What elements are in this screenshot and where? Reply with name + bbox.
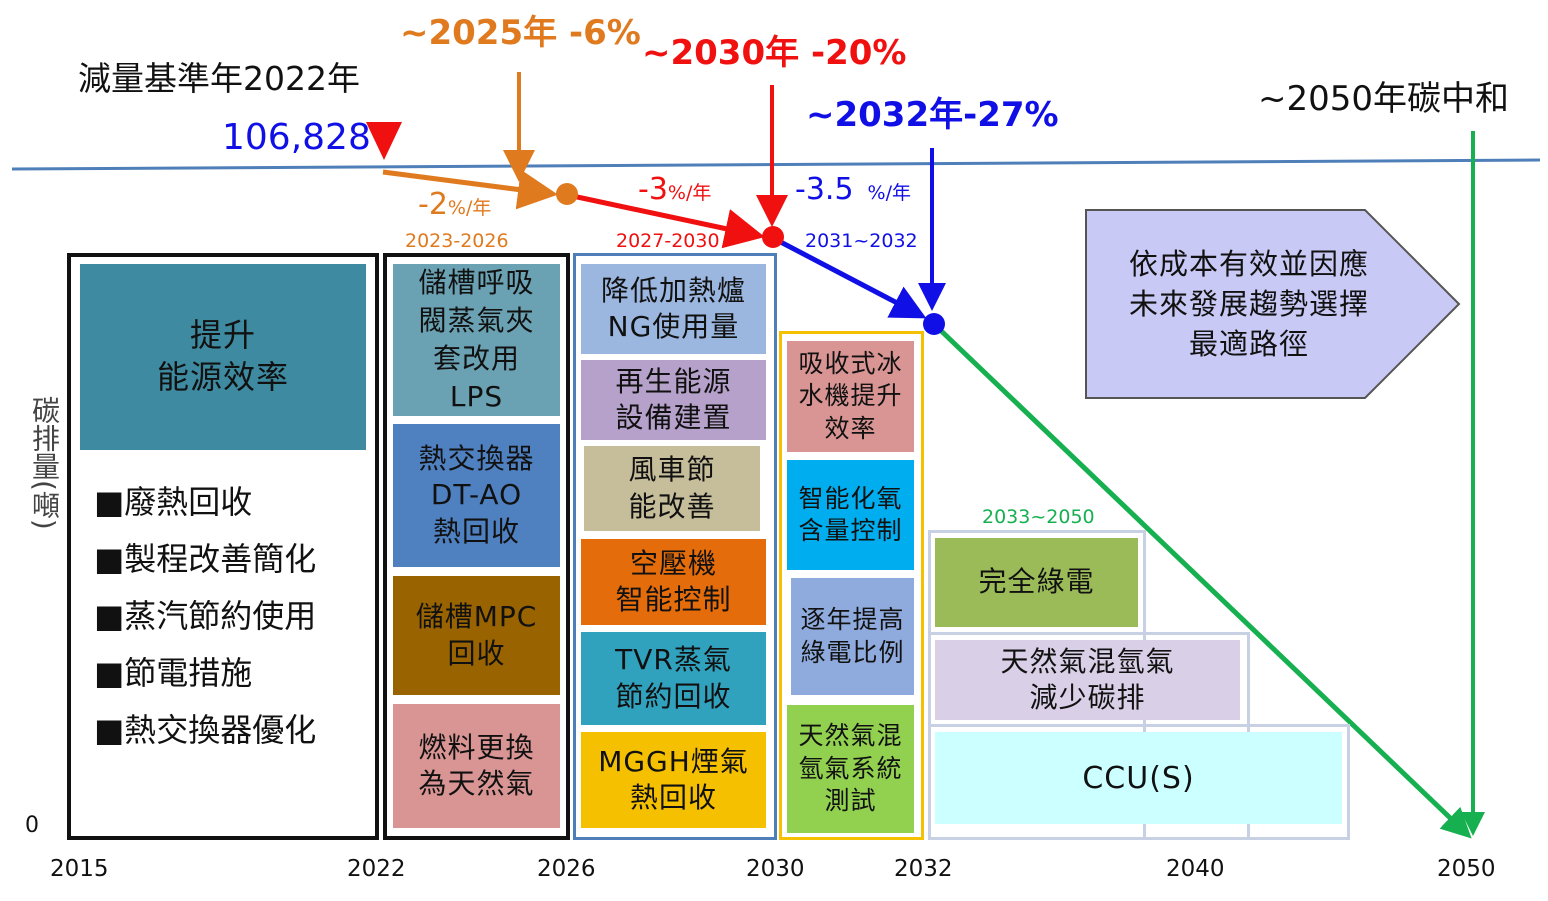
rate-unit: %/年	[867, 182, 912, 204]
segment-2030-2032	[771, 235, 927, 319]
segment-2032-2050	[933, 323, 1472, 839]
measure-card: 儲槽MPC 回收	[393, 576, 560, 695]
x-tick-2026: 2026	[537, 856, 596, 882]
point-2032	[923, 313, 945, 335]
group-2023-2026-frame	[383, 253, 570, 840]
milestone-2032: ~2032年-27%	[806, 95, 1059, 135]
y-zero-label: 0	[25, 813, 39, 838]
bullet-item: ■熱交換器優化	[94, 711, 317, 749]
baseline-marker-icon	[366, 122, 402, 160]
energy-efficiency-title: 提升 能源效率	[80, 264, 366, 450]
measure-card: 再生能源 設備建置	[581, 360, 766, 440]
rate-unit: %/年	[447, 197, 492, 219]
callout-arrow-shape	[1085, 209, 1461, 399]
milestone-2050: ~2050年碳中和	[1258, 79, 1510, 119]
x-tick-2030: 2030	[746, 856, 805, 882]
rate-2023-2026: -2%/年	[418, 190, 491, 220]
group-2027-2030-frame	[573, 253, 777, 840]
period-2033-2050: 2033~2050	[982, 506, 1095, 528]
x-tick-2022: 2022	[347, 856, 406, 882]
bullet-item: ■蒸汽節約使用	[94, 597, 317, 635]
measure-card: 逐年提高 綠電比例	[791, 578, 914, 695]
rate-unit: %/年	[667, 182, 712, 204]
segment-2026-2030	[567, 192, 765, 249]
point-2030	[762, 226, 784, 248]
measure-card: 儲槽呼吸 閥蒸氣夾 套改用 LPS	[393, 264, 560, 416]
rate-value: -3.5	[795, 172, 854, 207]
rate-value: -3	[638, 172, 668, 207]
measure-card: TVR蒸氣 節約回收	[581, 632, 766, 725]
measure-card: 熱交換器 DT-AO 熱回收	[393, 424, 560, 567]
measure-card: 天然氣混 氫氣系統 測試	[787, 705, 914, 833]
x-tick-2032: 2032	[894, 856, 953, 882]
baseline-line	[11, 158, 1541, 171]
rate-value: -2	[418, 187, 448, 222]
measure-card: 空壓機 智能控制	[581, 539, 766, 625]
y-axis-label: 碳排量(噸)	[28, 396, 61, 530]
group-2015-2022-frame	[67, 253, 379, 840]
milestone-2030: ~2030年 -20%	[642, 33, 907, 73]
segment-2022-2026	[382, 169, 558, 210]
measure-card: 吸收式冰 水機提升 效率	[787, 341, 914, 452]
period-2031-2032: 2031~2032	[805, 230, 918, 252]
point-2026	[556, 183, 578, 205]
bullet-item: ■節電措施	[94, 654, 253, 692]
measure-card: 燃料更換 為天然氣	[393, 704, 560, 828]
x-tick-2050: 2050	[1437, 856, 1496, 882]
measure-card: 智能化氧 含量控制	[787, 460, 914, 570]
energy-efficiency-bullets: ■廢熱回收 ■製程改善簡化 ■蒸汽節約使用 ■節電措施 ■熱交換器優化	[94, 474, 316, 759]
measure-card: 降低加熱爐 NG使用量	[581, 264, 766, 354]
period-2027-2030: 2027-2030	[616, 230, 720, 252]
bullet-item: ■製程改善簡化	[94, 540, 317, 578]
callout-text: 依成本有效並因應 未來發展趨勢選擇 最適路徑	[1128, 246, 1369, 361]
milestone-2025: ~2025年 -6%	[400, 13, 641, 53]
x-tick-2040: 2040	[1166, 856, 1225, 882]
rate-2027-2030: -3%/年	[638, 175, 711, 205]
period-2023-2026: 2023-2026	[405, 230, 509, 252]
measure-card: MGGH煙氣 熱回收	[581, 732, 766, 828]
baseline-title: 減量基準年2022年	[78, 59, 360, 98]
measure-card: 完全綠電	[935, 538, 1138, 627]
measure-card: 風車節 能改善	[584, 446, 760, 531]
bullet-item: ■廢熱回收	[94, 483, 253, 521]
baseline-value: 106,828	[222, 117, 371, 158]
rate-2031-2032: -3.5 %/年	[795, 175, 911, 205]
group-2031-2032-frame	[779, 331, 924, 840]
group-2033-2050-frame-low	[928, 724, 1350, 840]
x-tick-2015: 2015	[50, 856, 109, 882]
measure-card: CCU(S)	[935, 732, 1342, 824]
measure-card: 天然氣混氫氣 減少碳排	[935, 640, 1240, 720]
